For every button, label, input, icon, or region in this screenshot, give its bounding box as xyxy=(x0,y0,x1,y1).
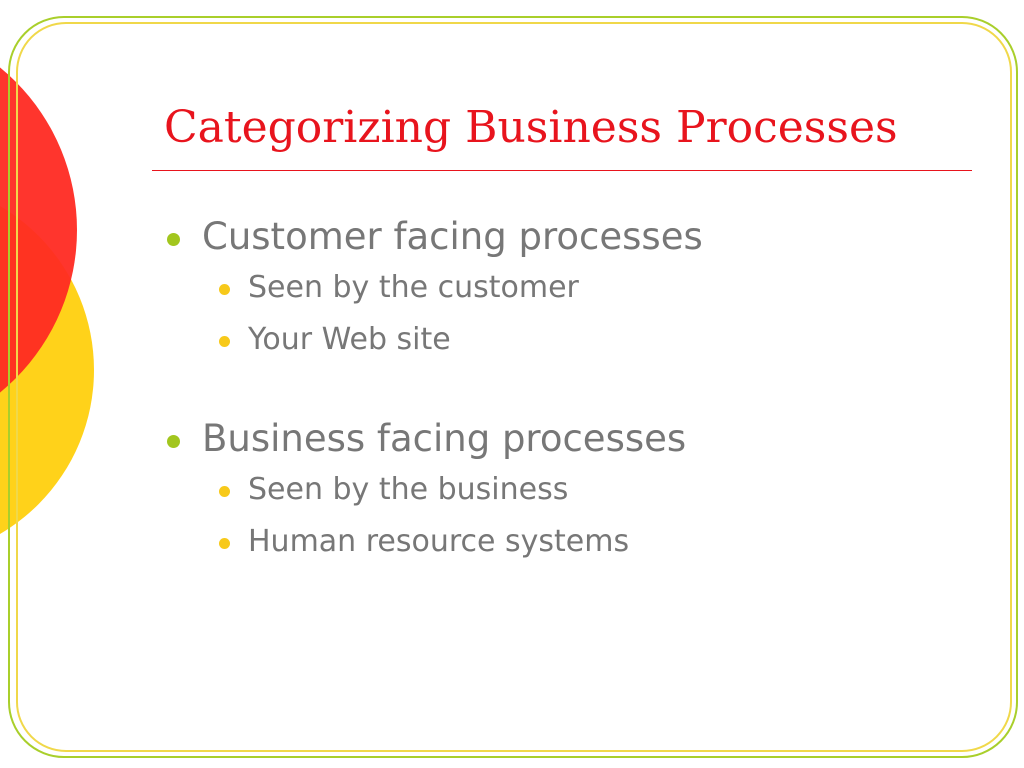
bullet-item: Customer facing processes xyxy=(162,212,962,262)
sub-bullet-item: Your Web site xyxy=(162,314,962,366)
sub-bullet-text: Human resource systems xyxy=(248,524,630,559)
bullet-dot-icon xyxy=(167,435,180,448)
sub-bullet-dot-icon xyxy=(219,336,230,347)
sub-bullet-dot-icon xyxy=(219,486,230,497)
title-divider xyxy=(152,170,972,171)
slide-title: Categorizing Business Processes xyxy=(164,102,898,153)
sub-bullet-text: Seen by the customer xyxy=(248,270,579,305)
bullet-text: Business facing processes xyxy=(202,417,687,460)
sub-bullet-text: Your Web site xyxy=(248,322,451,357)
slide-frame-outer xyxy=(8,16,1018,758)
sub-bullet-item: Human resource systems xyxy=(162,516,962,568)
sub-bullet-dot-icon xyxy=(219,538,230,549)
bullet-dot-icon xyxy=(167,233,180,246)
spacer xyxy=(162,366,962,414)
sub-bullet-item: Seen by the customer xyxy=(162,262,962,314)
bullet-item: Business facing processes xyxy=(162,414,962,464)
sub-bullet-text: Seen by the business xyxy=(248,472,569,507)
bullet-text: Customer facing processes xyxy=(202,215,703,258)
slide-frame-inner xyxy=(16,22,1012,752)
sub-bullet-dot-icon xyxy=(219,284,230,295)
slide-content: Customer facing processes Seen by the cu… xyxy=(162,212,962,568)
sub-bullet-item: Seen by the business xyxy=(162,464,962,516)
